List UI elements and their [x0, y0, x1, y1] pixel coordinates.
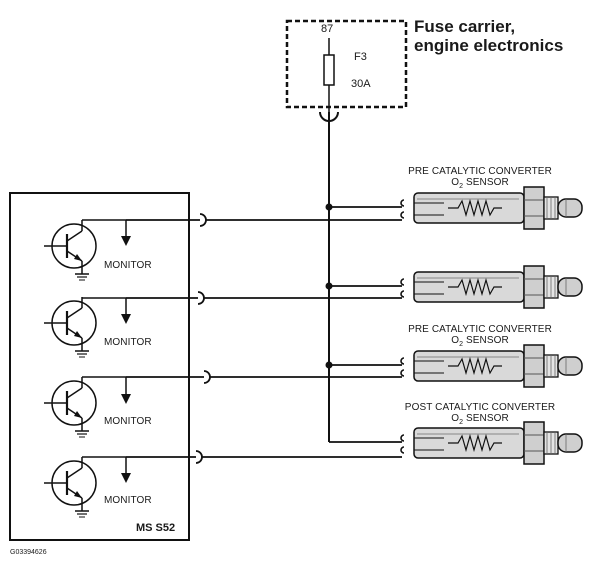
sensor-4-label-line2: O2 SENSOR — [451, 413, 509, 426]
signal-wire-1 — [126, 213, 402, 227]
fuse-title-line2: engine electronics — [414, 36, 564, 55]
sensor-3-label-line2: O2 SENSOR — [451, 335, 509, 348]
transistor-2-icon — [42, 295, 131, 359]
fuse-pin-label: 87 — [321, 23, 334, 35]
transistor-1-icon — [42, 218, 131, 282]
fuse-carrier-title: Fuse carrier, engine electronics — [414, 17, 563, 55]
fuse-rating-label: 30A — [351, 78, 371, 90]
monitor-label-2: MONITOR — [104, 337, 152, 348]
transistor-3-icon — [42, 375, 131, 439]
o2-sensor-4-icon — [400, 421, 583, 465]
fuse-title-line1: Fuse carrier, — [414, 17, 516, 36]
monitor-label-1: MONITOR — [104, 260, 152, 271]
sensor-1-label: PRE CATALYTIC CONVERTER O2 SENSOR — [392, 166, 568, 190]
sensor-1-label-line2: O2 SENSOR — [451, 177, 509, 190]
ecu-box — [9, 192, 190, 541]
monitor-label-4: MONITOR — [104, 495, 152, 506]
o2-sensor-2-icon — [400, 265, 583, 309]
fuse-carrier-box — [285, 19, 408, 109]
sensor-3-label-line1: PRE CATALYTIC CONVERTER — [408, 324, 552, 335]
figure-id: G03394626 — [10, 549, 47, 556]
ecu-name-label: MS S52 — [136, 522, 176, 534]
signal-wire-3 — [126, 370, 402, 384]
sensor-4-label-line1: POST CATALYTIC CONVERTER — [404, 402, 556, 413]
fuse-id-label: F3 — [354, 51, 367, 63]
signal-wire-4 — [126, 450, 402, 464]
sensor-1-label-line1: PRE CATALYTIC CONVERTER — [408, 166, 552, 177]
sensor-3-label: PRE CATALYTIC CONVERTER O2 SENSOR — [392, 324, 568, 348]
sensor-4-label: POST CATALYTIC CONVERTER O2 SENSOR — [386, 402, 574, 426]
monitor-label-3: MONITOR — [104, 416, 152, 427]
o2-sensor-3-icon — [400, 344, 583, 388]
fuse-f3-icon — [323, 54, 335, 86]
o2-sensor-1-icon — [400, 186, 583, 230]
transistor-4-icon — [42, 455, 131, 519]
signal-wire-2 — [126, 291, 402, 305]
